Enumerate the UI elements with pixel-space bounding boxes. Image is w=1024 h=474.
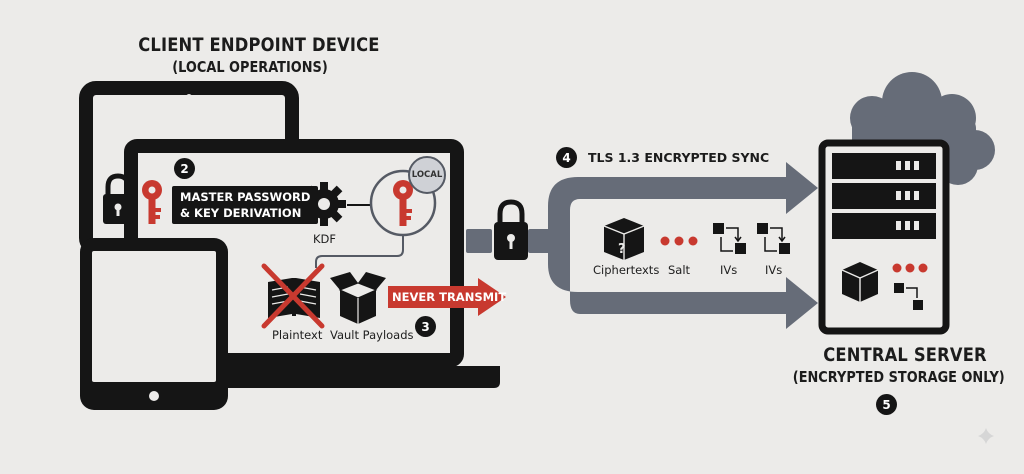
server-subtitle: (ENCRYPTED STORAGE ONLY)	[792, 368, 1005, 386]
open-box-icon	[330, 272, 386, 324]
plaintext-label: Plaintext	[272, 328, 323, 342]
client-title: CLIENT ENDPOINT DEVICE	[138, 34, 380, 56]
iv-blocks-icon-1	[713, 223, 746, 254]
master-password-box: MASTER PASSWORD & KEY DERIVATION	[172, 186, 319, 224]
step-5-badge: 5	[876, 394, 897, 415]
kdf-label: KDF	[313, 232, 337, 246]
tls-sync-label: TLS 1.3 ENCRYPTED SYNC	[588, 150, 770, 165]
step-2-badge: 2	[174, 158, 195, 179]
ivs-label-1: IVs	[720, 263, 738, 277]
server-icon	[818, 139, 950, 335]
step-4-badge: 4	[556, 147, 577, 168]
vault-payloads-label: Vault Payloads	[330, 328, 414, 342]
padlock-icon	[103, 173, 133, 224]
pipe-padlock-icon	[494, 199, 528, 260]
sync-pipe	[466, 162, 818, 329]
master-password-line1: MASTER PASSWORD	[180, 190, 311, 204]
ivs-label-2: IVs	[765, 263, 783, 277]
svg-text:?: ?	[618, 242, 626, 257]
iv-blocks-icon-2	[757, 223, 790, 254]
master-password-line2: & KEY DERIVATION	[180, 206, 302, 220]
cross-icon	[261, 263, 325, 329]
salt-dots-icon	[660, 236, 698, 246]
tablet-icon	[80, 238, 228, 410]
sparkle-icon	[978, 428, 994, 444]
local-badge: LOCAL	[408, 156, 446, 194]
local-key-circle	[369, 169, 437, 237]
salt-label: Salt	[668, 263, 691, 277]
server-title: CENTRAL SERVER	[823, 344, 987, 366]
step-3-badge: 3	[415, 316, 436, 337]
never-transmit-arrow	[388, 278, 506, 316]
key-icon	[142, 180, 162, 224]
question-box-icon: ?	[603, 218, 645, 260]
client-subtitle: (LOCAL OPERATIONS)	[172, 58, 328, 76]
never-transmit-label: NEVER TRANSMIT	[392, 290, 507, 304]
ciphertexts-label: Ciphertexts	[593, 263, 660, 277]
